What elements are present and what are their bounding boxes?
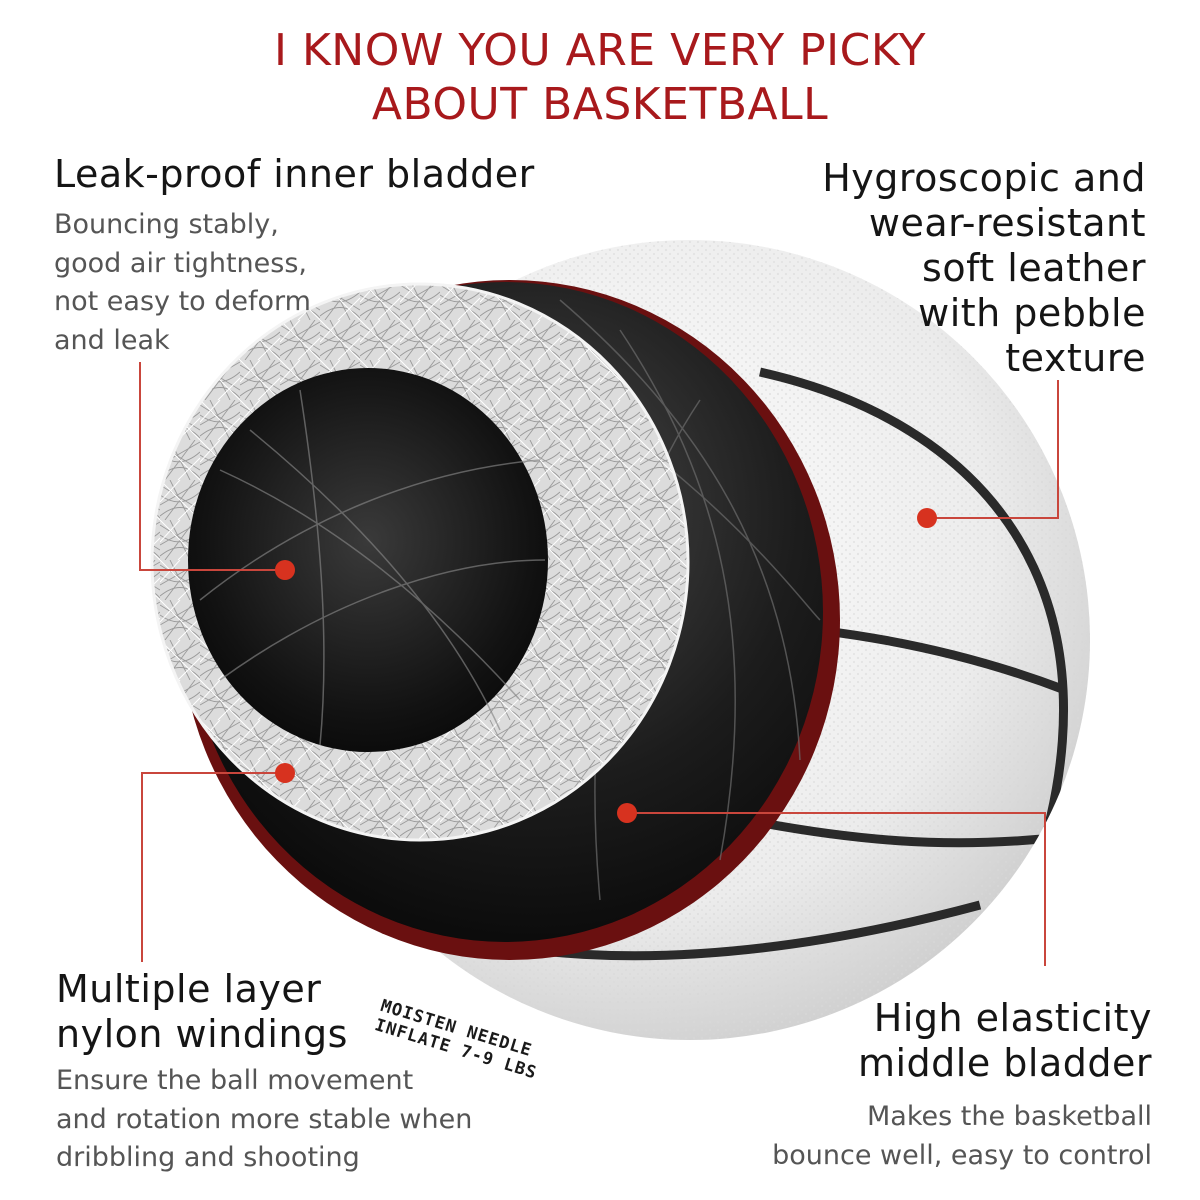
inner-bladder-title: Leak-proof inner bladder: [54, 152, 535, 197]
leader-line-nylon: [141, 772, 285, 962]
inner-bladder-desc-line-1: Bouncing stably,: [54, 209, 279, 240]
headline-line-2: ABOUT BASKETBALL: [371, 79, 829, 130]
nylon-title-line-2: nylon windings: [56, 1012, 348, 1056]
inner-bladder-title-line-1: Leak-proof inner bladder: [54, 152, 535, 196]
leather-title-line-1: Hygroscopic and: [822, 156, 1146, 200]
middle-bladder-title-line-1: High elasticity: [873, 996, 1152, 1040]
inner-bladder-desc-line-3: not easy to deform: [54, 286, 311, 317]
inner-bladder-description: Bouncing stably, good air tightness, not…: [54, 206, 311, 360]
inner-bladder-desc-line-4: and leak: [54, 324, 170, 356]
leather-title-line-5: texture: [1005, 336, 1146, 380]
leader-line-inner-bladder: [139, 362, 283, 571]
marker-leather: [917, 508, 937, 528]
inner-bladder-desc-line-2: good air tightness,: [54, 247, 307, 279]
leather-title-line-4: with pebble: [918, 291, 1146, 335]
inner-bladder-layer: [188, 368, 548, 752]
nylon-desc-line-1: Ensure the ball movement: [56, 1065, 414, 1096]
marker-middle-bladder: [617, 803, 637, 823]
callout-markers: [275, 508, 937, 823]
middle-bladder-title: High elasticity middle bladder: [858, 996, 1152, 1086]
nylon-desc-line-2: and rotation more stable when: [56, 1103, 473, 1135]
nylon-description: Ensure the ball movement and rotation mo…: [56, 1062, 472, 1178]
middle-bladder-desc-line-1: Makes the basketball: [867, 1101, 1152, 1132]
nylon-desc-line-3: dribbling and shooting: [56, 1142, 360, 1173]
inner-bladder-grid-lines: [199, 389, 546, 746]
leather-title: Hygroscopic and wear-resistant soft leat…: [822, 156, 1146, 381]
middle-bladder-desc-line-2: bounce well, easy to control: [772, 1139, 1152, 1171]
middle-bladder-description: Makes the basketball bounce well, easy t…: [772, 1098, 1152, 1175]
leader-line-middle-bladder: [627, 812, 1046, 966]
marker-inner-bladder: [275, 560, 295, 580]
headline-line-1: I KNOW YOU ARE VERY PICKY: [273, 25, 927, 76]
nylon-title-line-1: Multiple layer: [56, 967, 322, 1011]
page-headline: I KNOW YOU ARE VERY PICKY ABOUT BASKETBA…: [0, 24, 1200, 132]
nylon-title: Multiple layer nylon windings: [56, 967, 348, 1057]
leader-line-leather: [927, 380, 1059, 519]
leather-title-line-3: soft leather: [922, 246, 1146, 290]
leader-lines: [139, 362, 1059, 966]
marker-nylon: [275, 763, 295, 783]
middle-bladder-title-line-2: middle bladder: [857, 1041, 1152, 1085]
leather-title-line-2: wear-resistant: [868, 201, 1146, 245]
